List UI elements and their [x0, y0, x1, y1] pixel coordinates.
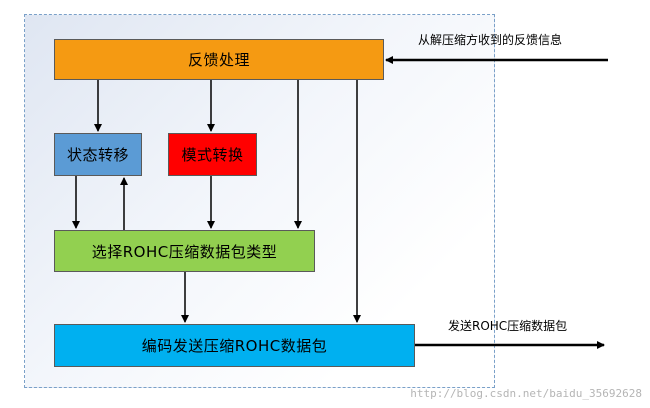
select-packet-type-label: 选择ROHC压缩数据包类型 — [91, 242, 278, 261]
encode-send-label: 编码发送压缩ROHC数据包 — [141, 337, 328, 355]
feedback-processing-box: 反馈处理 — [54, 39, 384, 80]
state-transition-label: 状态转移 — [66, 146, 129, 164]
select-packet-type-box: 选择ROHC压缩数据包类型 — [54, 230, 315, 272]
feedback-processing-label: 反馈处理 — [187, 51, 250, 69]
feedback-input-label: 从解压缩方收到的反馈信息 — [418, 33, 563, 47]
encode-send-box: 编码发送压缩ROHC数据包 — [54, 324, 415, 367]
mode-transition-box: 模式转换 — [168, 133, 257, 176]
watermark: http://blog.csdn.net/baidu_35692628 — [410, 387, 642, 400]
state-transition-box: 状态转移 — [54, 133, 142, 176]
mode-transition-label: 模式转换 — [181, 146, 244, 164]
packet-output-label: 发送ROHC压缩数据包 — [448, 319, 568, 333]
